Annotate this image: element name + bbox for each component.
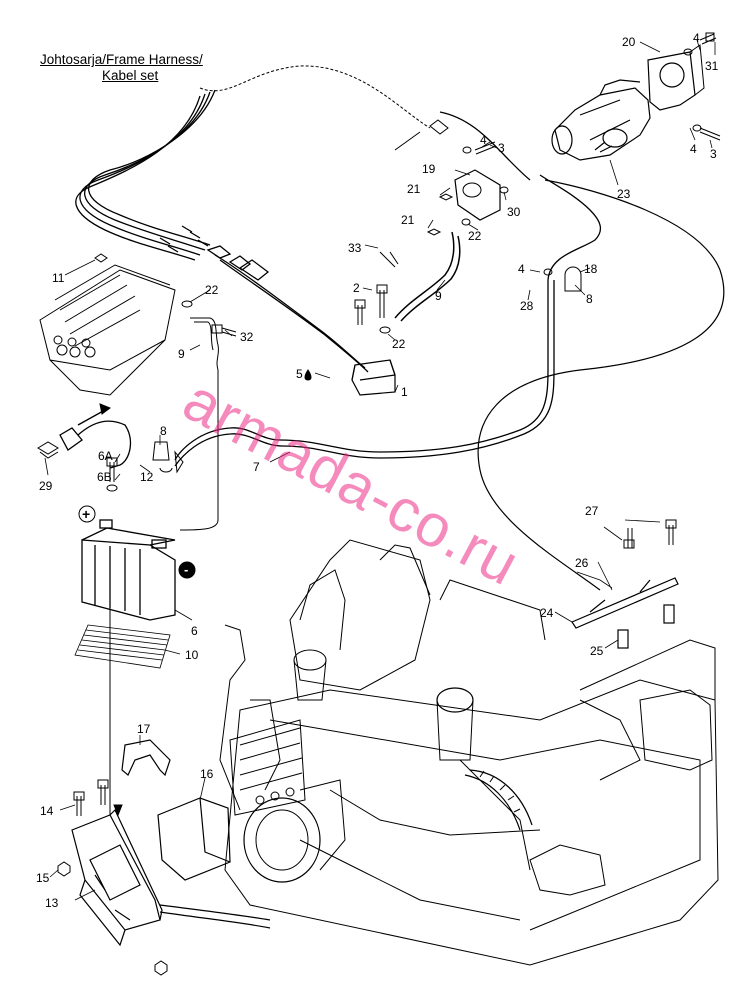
callout-26: 26 bbox=[575, 556, 589, 570]
positive-terminal-icon bbox=[78, 505, 96, 523]
starter-loop-cable bbox=[477, 179, 725, 591]
callout-20: 20 bbox=[622, 35, 636, 49]
starter-motor bbox=[551, 79, 651, 161]
callout-5: 5 bbox=[296, 367, 303, 381]
cable-9-upper-b bbox=[400, 235, 461, 322]
callout-8-right: 8 bbox=[586, 292, 593, 306]
connector-12 bbox=[59, 420, 132, 469]
callout-16: 16 bbox=[200, 767, 214, 781]
battery-mat bbox=[74, 624, 171, 669]
starter-bracket bbox=[647, 51, 696, 111]
battery bbox=[81, 519, 176, 621]
solenoid-plate bbox=[454, 169, 501, 221]
callout-33: 33 bbox=[348, 241, 362, 255]
callout-30: 30 bbox=[507, 205, 521, 219]
intake-grid bbox=[39, 253, 176, 396]
callout-22-relay: 22 bbox=[392, 337, 406, 351]
negative-terminal-icon bbox=[178, 561, 196, 579]
callout-21-lower: 21 bbox=[401, 213, 415, 227]
callout-3-upper: 3 bbox=[498, 141, 505, 155]
callout-24: 24 bbox=[540, 606, 554, 620]
callout-10: 10 bbox=[185, 648, 199, 662]
callout-15: 15 bbox=[36, 871, 50, 885]
callout-7: 7 bbox=[253, 460, 260, 474]
callout-19: 19 bbox=[422, 162, 436, 176]
radiator bbox=[229, 719, 306, 816]
callout-29: 29 bbox=[39, 479, 53, 493]
callout-31: 31 bbox=[705, 59, 719, 73]
starter-connector-lead bbox=[394, 119, 449, 151]
callout-25: 25 bbox=[590, 644, 604, 658]
callout-28: 28 bbox=[520, 299, 534, 313]
reservoir bbox=[436, 687, 474, 713]
terminal-cap bbox=[152, 266, 582, 461]
relay-drop-icon bbox=[304, 369, 312, 381]
negative-terminal-label: - bbox=[184, 562, 188, 577]
positive-terminal-label: + bbox=[82, 506, 90, 522]
callout-4-mid: 4 bbox=[518, 262, 525, 276]
callout-labels: 1 2 3 3 4 4 4 4 5 6 6A 6B 7 8 8 9 9 10 1… bbox=[36, 31, 719, 910]
callout-2: 2 bbox=[353, 281, 360, 295]
callout-32: 32 bbox=[240, 330, 254, 344]
callout-18: 18 bbox=[584, 262, 598, 276]
battery-holder bbox=[121, 739, 171, 777]
callout-13: 13 bbox=[45, 896, 59, 910]
callout-23: 23 bbox=[617, 187, 631, 201]
battery-tray bbox=[71, 808, 271, 947]
callout-21-upper: 21 bbox=[407, 182, 421, 196]
fan-housing bbox=[243, 797, 321, 883]
harness-dashed-line bbox=[199, 65, 431, 129]
callout-22-upper: 22 bbox=[468, 229, 482, 243]
callout-6a: 6A bbox=[98, 449, 113, 463]
callout-9-lower: 9 bbox=[178, 347, 185, 361]
battery-cable bbox=[174, 111, 602, 467]
callout-4-right: 4 bbox=[690, 142, 697, 156]
callout-1: 1 bbox=[401, 385, 408, 399]
corrugated-hose bbox=[464, 769, 533, 831]
callout-4-upper: 4 bbox=[480, 133, 487, 147]
callout-12: 12 bbox=[140, 470, 154, 484]
harness-title-line1: Johtosarja/Frame Harness/ bbox=[40, 52, 203, 67]
bolts-and-washers bbox=[57, 32, 721, 877]
battery-cover bbox=[157, 797, 231, 881]
support-bar bbox=[571, 577, 679, 649]
callout-6b: 6B bbox=[97, 470, 112, 484]
chassis-frame bbox=[219, 539, 719, 966]
callout-22-left: 22 bbox=[205, 283, 219, 297]
callout-9-upper: 9 bbox=[435, 289, 442, 303]
cable-9-upper bbox=[394, 231, 455, 319]
frame-harness bbox=[75, 89, 369, 373]
cable-9-lower bbox=[179, 317, 219, 531]
fuse-29 bbox=[37, 441, 59, 459]
relay-box bbox=[351, 359, 396, 396]
callout-11: 11 bbox=[52, 271, 65, 285]
callout-4-top: 4 bbox=[693, 31, 700, 45]
callout-17: 17 bbox=[137, 722, 151, 736]
callout-27: 27 bbox=[585, 504, 599, 518]
harness-title-line2: Kabel set bbox=[102, 68, 159, 83]
callout-14: 14 bbox=[40, 804, 54, 818]
callout-8-left: 8 bbox=[160, 424, 167, 438]
callout-3-right: 3 bbox=[710, 147, 717, 161]
harness-title: Johtosarja/Frame Harness/ Kabel set bbox=[40, 52, 203, 84]
callout-6: 6 bbox=[191, 624, 198, 638]
